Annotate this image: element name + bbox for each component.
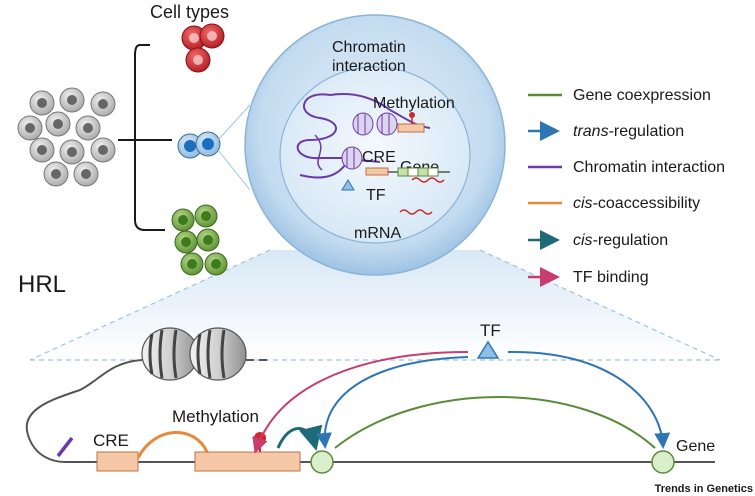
tf-binding-arrow [252, 351, 469, 454]
gray-cell [17, 115, 43, 141]
nucleus-methylation-label: Methylation [373, 95, 455, 112]
gray-cell [73, 161, 99, 187]
legend-italic: cis [573, 195, 593, 212]
trans-regulation-arrow [507, 350, 671, 449]
nucleus-chromatin-label-2: interaction [332, 58, 406, 75]
gray-cell [29, 137, 55, 163]
svg-text:Chromatin interaction: Chromatin interaction [573, 159, 725, 176]
bottom-nucleosome [141, 327, 199, 381]
gray-cell [90, 91, 116, 117]
bottom-cre-region [96, 451, 139, 472]
svg-text:cis-coaccessibility: cis-coaccessibility [573, 195, 700, 212]
cell-mixture [17, 87, 116, 187]
nucleus-chromatin-label-1: Chromatin [332, 39, 406, 56]
legend-label: -regulation [593, 232, 669, 249]
gray-cell [43, 161, 69, 187]
bottom-nucleosome [189, 327, 247, 381]
nucleosome [352, 112, 374, 136]
mrna-strand [411, 177, 445, 183]
journal-credit: Trends in Genetics [655, 483, 753, 495]
legend-item-tf-binding: TF binding [528, 267, 649, 287]
bottom-gene-label: Gene [676, 438, 715, 455]
bottom-methylation-label: Methylation [172, 407, 259, 426]
cell-types-title: Cell types [150, 2, 229, 22]
gray-cell [75, 115, 101, 141]
legend-item-cis-regulation: cis-regulation [528, 230, 668, 250]
nucleus-tf-label: TF [366, 187, 386, 204]
svg-text:trans-regulation: trans-regulation [573, 123, 684, 140]
svg-text:Gene coexpression: Gene coexpression [573, 87, 711, 104]
nucleus-gene-body [397, 167, 439, 177]
legend-label: TF binding [573, 269, 649, 286]
blue-cell-cluster [177, 131, 221, 159]
zoom-line-right [479, 249, 721, 361]
gray-cell [45, 111, 71, 137]
nucleus-cre-region [365, 167, 389, 176]
nucleus-methylation-mark [409, 112, 415, 118]
legend: Gene coexpression trans-regulation Chrom… [528, 87, 725, 287]
gene-circle [310, 450, 334, 474]
zoom-line-left [29, 249, 271, 361]
nucleus-mrna-label: mRNA [354, 225, 401, 242]
legend-item-cis-coaccessibility: cis-coaccessibility [528, 195, 700, 212]
bottom-tf-icon [476, 340, 500, 359]
bottom-cre-label: CRE [93, 431, 129, 450]
chromatin-interaction-anchor [56, 436, 74, 458]
legend-italic: trans [573, 123, 609, 140]
nucleus-cre-label: CRE [362, 149, 396, 166]
legend-label: -coaccessibility [593, 195, 701, 212]
legend-italic: cis [573, 232, 593, 249]
green-cell-cluster [171, 204, 228, 276]
legend-item-gene-coexpression: Gene coexpression [528, 87, 711, 104]
gray-cell [29, 90, 55, 116]
legend-item-chromatin-interaction: Chromatin interaction [528, 159, 725, 176]
svg-text:TF binding: TF binding [573, 269, 649, 286]
cis-regulation-arrow [276, 424, 323, 451]
chromatin-loop [314, 134, 323, 171]
nucleosome [376, 112, 398, 136]
dna-strand [25, 359, 715, 463]
hrl-label: HRL [18, 271, 66, 298]
nucleus-tf-icon [341, 179, 355, 191]
gray-cell [90, 137, 116, 163]
nucleus [244, 14, 506, 276]
trans-regulation-arrow [315, 356, 469, 449]
legend-label: -regulation [609, 123, 685, 140]
nucleus-inner [279, 66, 471, 244]
nucleus-methylation-region [397, 123, 425, 133]
cell-zoom-connector [217, 104, 251, 191]
red-cell-cluster [181, 23, 225, 73]
nucleosome [341, 146, 363, 170]
bottom-methylated-region [194, 451, 301, 472]
gray-cell [59, 87, 85, 113]
legend-label: Gene coexpression [573, 87, 711, 104]
mrna-strand [399, 209, 433, 215]
legend-item-trans-regulation: trans-regulation [528, 121, 684, 141]
gene-circle [651, 450, 675, 474]
gene-coexpression-arc [334, 396, 656, 449]
svg-text:cis-regulation: cis-regulation [573, 232, 668, 249]
gray-cell [59, 139, 85, 165]
cell-type-bracket [118, 44, 172, 231]
bottom-tf-label: TF [480, 321, 501, 340]
cis-coaccessibility-arc [136, 430, 209, 459]
legend-label: Chromatin interaction [573, 159, 725, 176]
